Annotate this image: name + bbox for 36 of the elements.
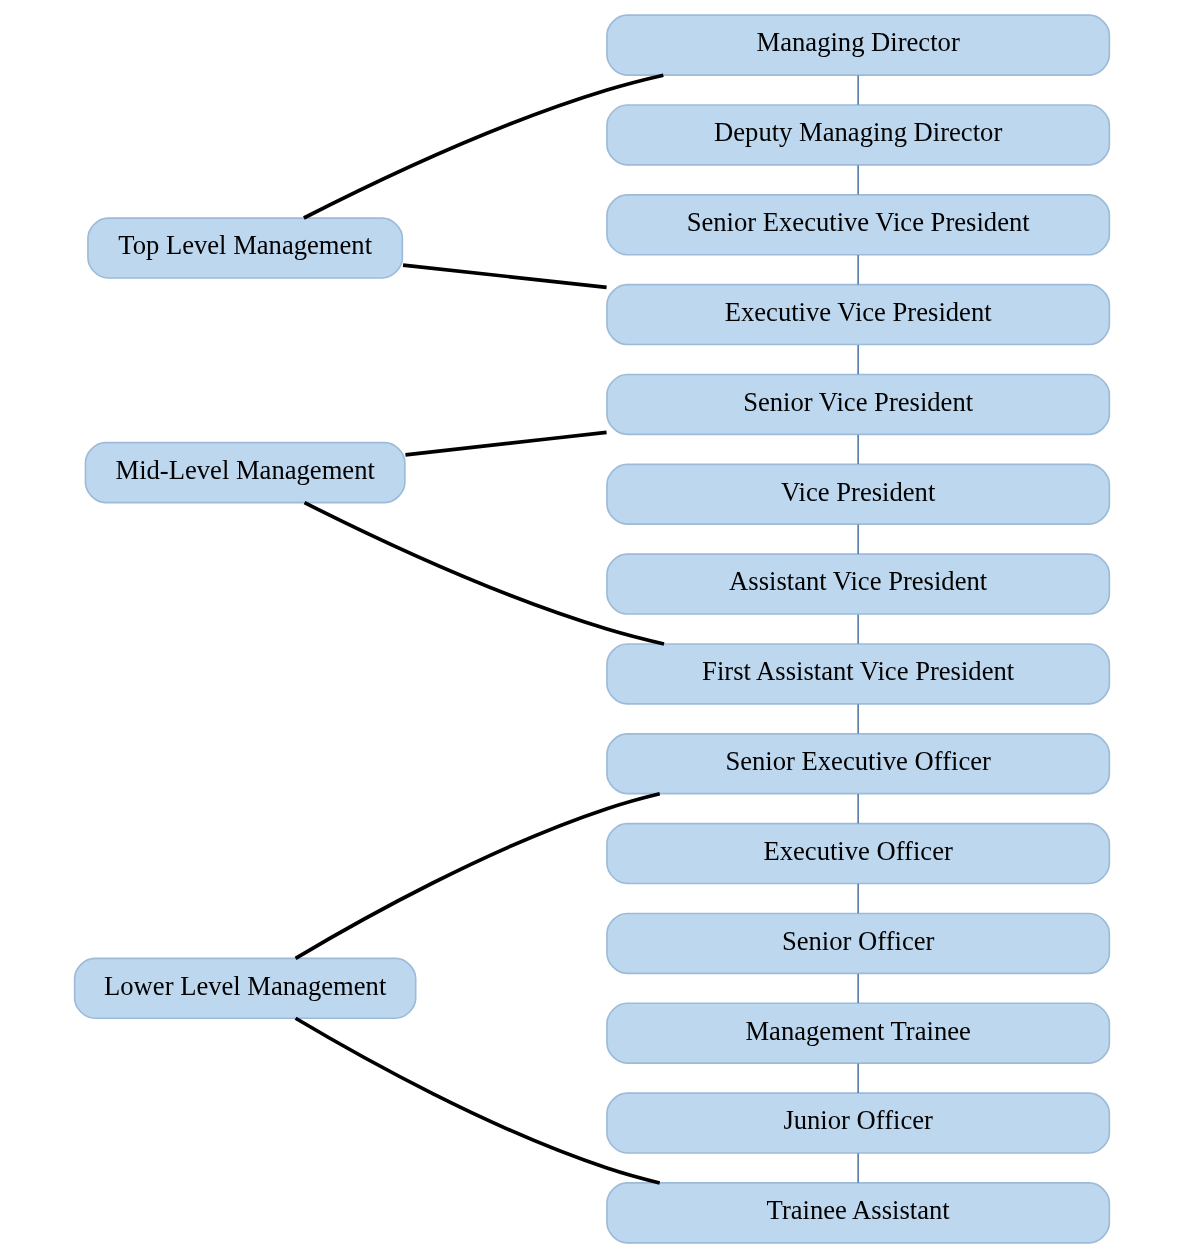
- node-box: Lower Level Management: [73, 957, 416, 1020]
- connector: [404, 430, 607, 457]
- connector: [856, 883, 859, 915]
- node-box: Executive Officer: [605, 822, 1110, 885]
- connector: [402, 263, 607, 290]
- node-box: Junior Officer: [605, 1092, 1110, 1154]
- connector: [856, 793, 859, 825]
- connector: [856, 433, 859, 465]
- connector: [294, 791, 660, 960]
- node-box: Senior Executive Vice President: [605, 194, 1110, 256]
- connector: [856, 254, 859, 286]
- connector: [856, 523, 859, 555]
- node-box: Deputy Managing Director: [605, 104, 1110, 166]
- connector: [856, 344, 859, 376]
- node-box: Management Trainee: [605, 1002, 1110, 1064]
- node-box: First Assistant Vice President: [605, 643, 1110, 705]
- node-box: Assistant Vice President: [605, 553, 1110, 615]
- node-box: Mid-Level Management: [84, 441, 406, 504]
- node-box: Senior Executive Officer: [605, 732, 1110, 795]
- connector: [856, 703, 859, 735]
- connector: [856, 1152, 859, 1184]
- connector: [856, 74, 859, 106]
- node-box: Trainee Assistant: [605, 1182, 1110, 1244]
- connector: [302, 73, 664, 220]
- node-box: Executive Vice President: [605, 283, 1110, 346]
- connector: [303, 501, 664, 646]
- node-box: Top Level Management: [86, 217, 403, 279]
- node-box: Managing Director: [605, 14, 1110, 76]
- node-box: Vice President: [605, 463, 1110, 526]
- node-box: Senior Vice President: [605, 373, 1110, 436]
- connector: [856, 972, 859, 1004]
- connector: [856, 1062, 859, 1094]
- connector: [856, 613, 859, 645]
- node-box: Senior Officer: [605, 912, 1110, 975]
- connector: [294, 1016, 660, 1185]
- connector: [856, 164, 859, 196]
